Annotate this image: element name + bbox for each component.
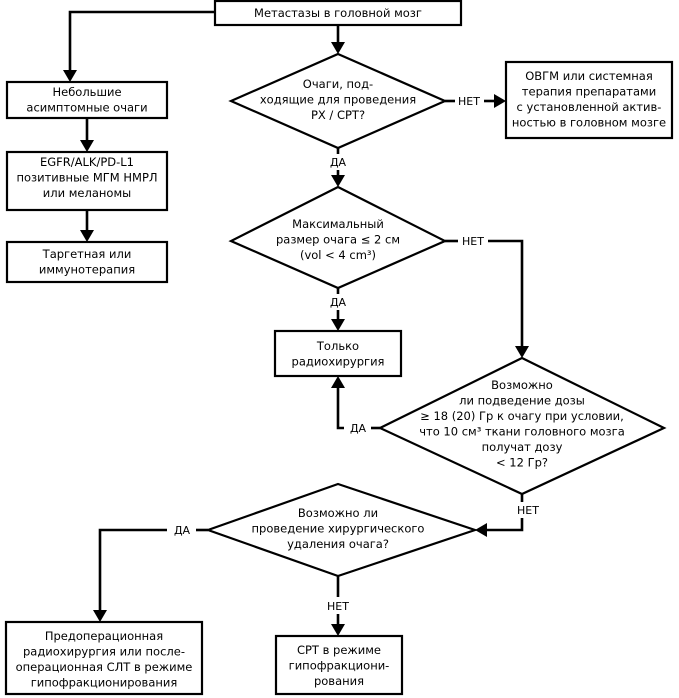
node-radiosurgery-only-text: Только радиохирургия bbox=[292, 339, 385, 369]
decision-dose-text: Возможно ли подведение дозы≥ 18 (20) Гр к… bbox=[419, 378, 625, 470]
node-text-line: с установленной актив- bbox=[517, 100, 662, 114]
arrowhead bbox=[515, 346, 529, 358]
node-text-line: терапия препаратами bbox=[522, 85, 656, 99]
node-text-line: рования bbox=[314, 674, 364, 688]
arrowhead bbox=[93, 610, 107, 622]
label-suitable-no: НЕТ bbox=[458, 95, 480, 108]
decision-size-text: Максимальный размер очага ≤ 2 см(vol < 4 … bbox=[276, 217, 400, 262]
node-text-line: удаления очага? bbox=[287, 537, 389, 551]
label-surgery-no: НЕТ bbox=[327, 600, 349, 613]
label-suitable-yes: ДА bbox=[330, 156, 347, 169]
edge-size-no-2 bbox=[488, 239, 524, 346]
edge-dose-yes-2 bbox=[336, 388, 344, 430]
node-text-line: иммунотерапия bbox=[39, 263, 135, 277]
node-small-asymptomatic-text: Небольшие асимптомные очаги bbox=[26, 85, 147, 115]
node-radiosurgery-only: Только радиохирургия bbox=[273, 329, 403, 378]
node-text-line: асимптомные очаги bbox=[26, 101, 147, 115]
node-text-line: Возможно ли bbox=[298, 506, 378, 520]
node-text-line: ностью в головном мозге bbox=[512, 116, 666, 130]
arrowhead bbox=[331, 42, 345, 54]
node-text-line: Предоперационная bbox=[45, 629, 163, 643]
node-preop: Предоперационная радиохирургия или после-… bbox=[4, 620, 204, 696]
node-text-line: позитивные МГМ НМРЛ bbox=[16, 171, 157, 185]
label-size-yes: ДА bbox=[330, 296, 347, 309]
node-text-line: гипофракционирования bbox=[31, 676, 178, 690]
node-text-line: ≥ 18 (20) Гр к очагу при условии, bbox=[420, 409, 624, 423]
node-targeted-text: Таргетная или иммунотерапия bbox=[39, 247, 135, 277]
node-text-line: Очаги, под- bbox=[303, 77, 373, 91]
node-text-line: гипофракциони- bbox=[289, 659, 390, 673]
node-text-line: Только bbox=[316, 339, 359, 353]
node-text-line: Небольшие bbox=[52, 85, 121, 99]
node-text-line: размер очага ≤ 2 см bbox=[276, 233, 400, 247]
node-text-line: Метастазы в головной мозг bbox=[254, 6, 422, 20]
node-srt-hypo-text: СРТ в режиме гипофракциони-рования bbox=[289, 643, 390, 688]
node-text-line: EGFR/ALK/PD-L1 bbox=[40, 155, 134, 169]
edge-dose-no-2 bbox=[487, 518, 524, 532]
arrowhead bbox=[63, 70, 77, 82]
node-start-text: Метастазы в головной мозг bbox=[254, 6, 422, 20]
arrowhead bbox=[494, 94, 506, 108]
label-dose-no: НЕТ bbox=[517, 504, 539, 517]
node-srt-hypo: СРТ в режиме гипофракциони-рования bbox=[274, 634, 404, 696]
edge-surgery-yes-2 bbox=[98, 528, 167, 610]
arrowhead bbox=[80, 140, 94, 152]
node-targeted: Таргетная или иммунотерапия bbox=[5, 240, 169, 284]
arrowhead bbox=[331, 175, 345, 187]
label-size-no: НЕТ bbox=[462, 235, 484, 248]
node-text-line: или меланомы bbox=[43, 186, 131, 200]
arrowhead bbox=[80, 230, 94, 242]
edge-labels: НЕТ ДА НЕТ ДА ДА НЕТ ДА НЕТ bbox=[174, 95, 539, 613]
node-text-line: СРТ в режиме bbox=[297, 643, 381, 657]
node-text-line: проведение хирургического bbox=[252, 522, 425, 536]
node-text-line: радиохирургия bbox=[292, 355, 385, 369]
node-text-line: получат дозу bbox=[482, 440, 563, 454]
node-text-line: (vol < 4 cm³) bbox=[300, 248, 376, 262]
node-text-line: Возможно bbox=[491, 378, 553, 392]
decision-size: Максимальный размер очага ≤ 2 см(vol < 4 … bbox=[228, 185, 448, 290]
arrowhead bbox=[475, 523, 487, 537]
arrowhead bbox=[331, 624, 345, 636]
node-text-line: ОВГМ или системная bbox=[525, 69, 653, 83]
edges bbox=[63, 10, 529, 636]
node-text-line: < 12 Гр? bbox=[496, 456, 548, 470]
node-start: Метастазы в головной мозг bbox=[213, 0, 463, 27]
node-text-line: Таргетная или bbox=[42, 247, 132, 261]
node-text-line: РХ / СРТ? bbox=[311, 108, 365, 122]
label-dose-yes: ДА bbox=[350, 422, 367, 435]
arrowhead bbox=[331, 319, 345, 331]
node-text-line: ли подведение дозы bbox=[459, 394, 585, 408]
edge-start-to-small bbox=[68, 10, 215, 70]
node-small-asymptomatic: Небольшие асимптомные очаги bbox=[5, 80, 169, 120]
node-text-line: ходящие для проведения bbox=[260, 93, 416, 107]
node-text-line: что 10 см³ ткани головного мозга bbox=[419, 425, 625, 439]
arrowhead bbox=[331, 376, 345, 388]
decision-dose: Возможно ли подведение дозы≥ 18 (20) Гр к… bbox=[377, 356, 667, 496]
node-text-line: Максимальный bbox=[292, 217, 384, 231]
node-text-line: радиохирургия или после- bbox=[23, 645, 185, 659]
label-surgery-yes: ДА bbox=[174, 524, 191, 537]
node-preop-text: Предоперационная радиохирургия или после-… bbox=[16, 629, 193, 690]
node-text-line: операционная СЛТ в режиме bbox=[16, 660, 193, 674]
